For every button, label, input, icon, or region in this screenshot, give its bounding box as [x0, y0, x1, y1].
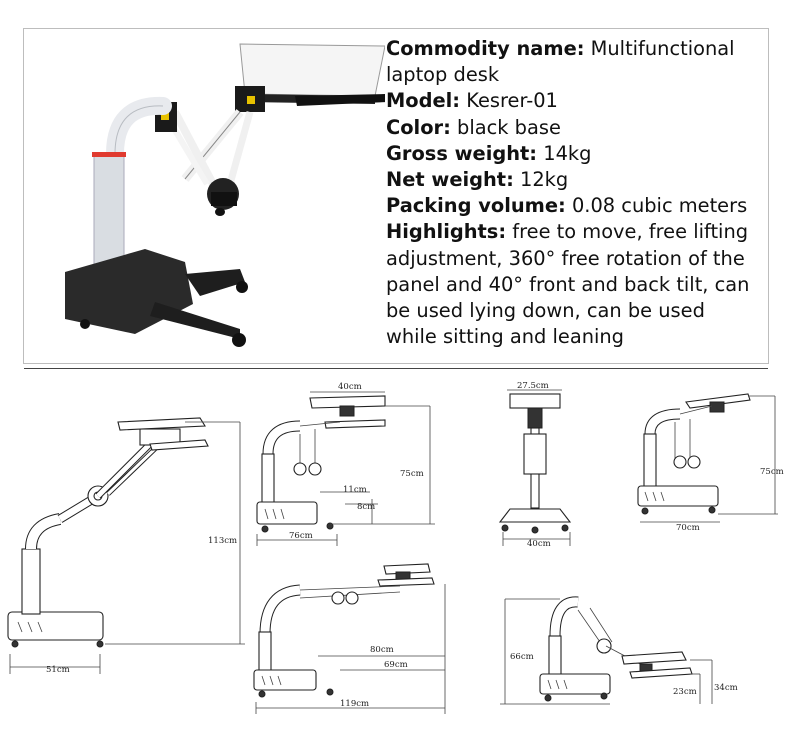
- dim-view3-top: 27.5cm: [517, 381, 549, 391]
- dim-view1-width: 51cm: [46, 665, 70, 675]
- dim-view6-height: 66cm: [510, 652, 534, 662]
- dim-view2-small-a: 11cm: [343, 485, 367, 495]
- section-divider: [24, 368, 768, 369]
- dim-view5-reach-b: 69cm: [384, 660, 408, 670]
- dim-view6-h-b: 34cm: [714, 683, 738, 693]
- view-extended: 80cm 69cm 119cm: [253, 563, 446, 714]
- dim-view3-width: 40cm: [527, 539, 551, 549]
- spec-list: Commodity name: Multifunctional laptop d…: [386, 36, 761, 350]
- spec-color: Color: black base: [386, 115, 561, 139]
- spec-commodity: Commodity name: Multifunctional laptop d…: [386, 37, 735, 87]
- view-standard: 40cm 11cm 8cm 75cm 76cm: [256, 382, 435, 546]
- dim-view5-width: 119cm: [340, 699, 369, 709]
- view-tilted: 75cm 70cm: [637, 393, 784, 533]
- view-raised-angled: 113cm 51cm: [7, 417, 245, 675]
- dimension-drawings: 113cm 51cm 40cm 11cm 8cm 75cm 7: [7, 381, 784, 714]
- dim-view2-small-b: 8cm: [357, 502, 375, 512]
- dim-view6-h-a: 23cm: [673, 687, 697, 697]
- view-lowered: 66cm 23cm 34cm: [500, 596, 738, 705]
- spec-highlights: Highlights: free to move, free lifting a…: [386, 220, 750, 349]
- spec-net-weight: Net weight: 12kg: [386, 168, 569, 192]
- dim-view5-reach-a: 80cm: [370, 645, 394, 655]
- spec-model: Model: Kesrer-01: [386, 89, 558, 113]
- dim-view2-top: 40cm: [338, 382, 362, 392]
- view-front: 27.5cm 40cm: [498, 381, 572, 549]
- dim-view1-height: 113cm: [208, 536, 237, 546]
- dim-view2-height: 75cm: [400, 469, 424, 479]
- product-hero-image: [65, 43, 385, 347]
- spec-gross-weight: Gross weight: 14kg: [386, 141, 592, 165]
- dim-view2-width: 76cm: [289, 531, 313, 541]
- dim-view4-width: 70cm: [676, 523, 700, 533]
- spec-packing-volume: Packing volume: 0.08 cubic meters: [386, 194, 748, 218]
- dim-view4-height: 75cm: [760, 467, 784, 477]
